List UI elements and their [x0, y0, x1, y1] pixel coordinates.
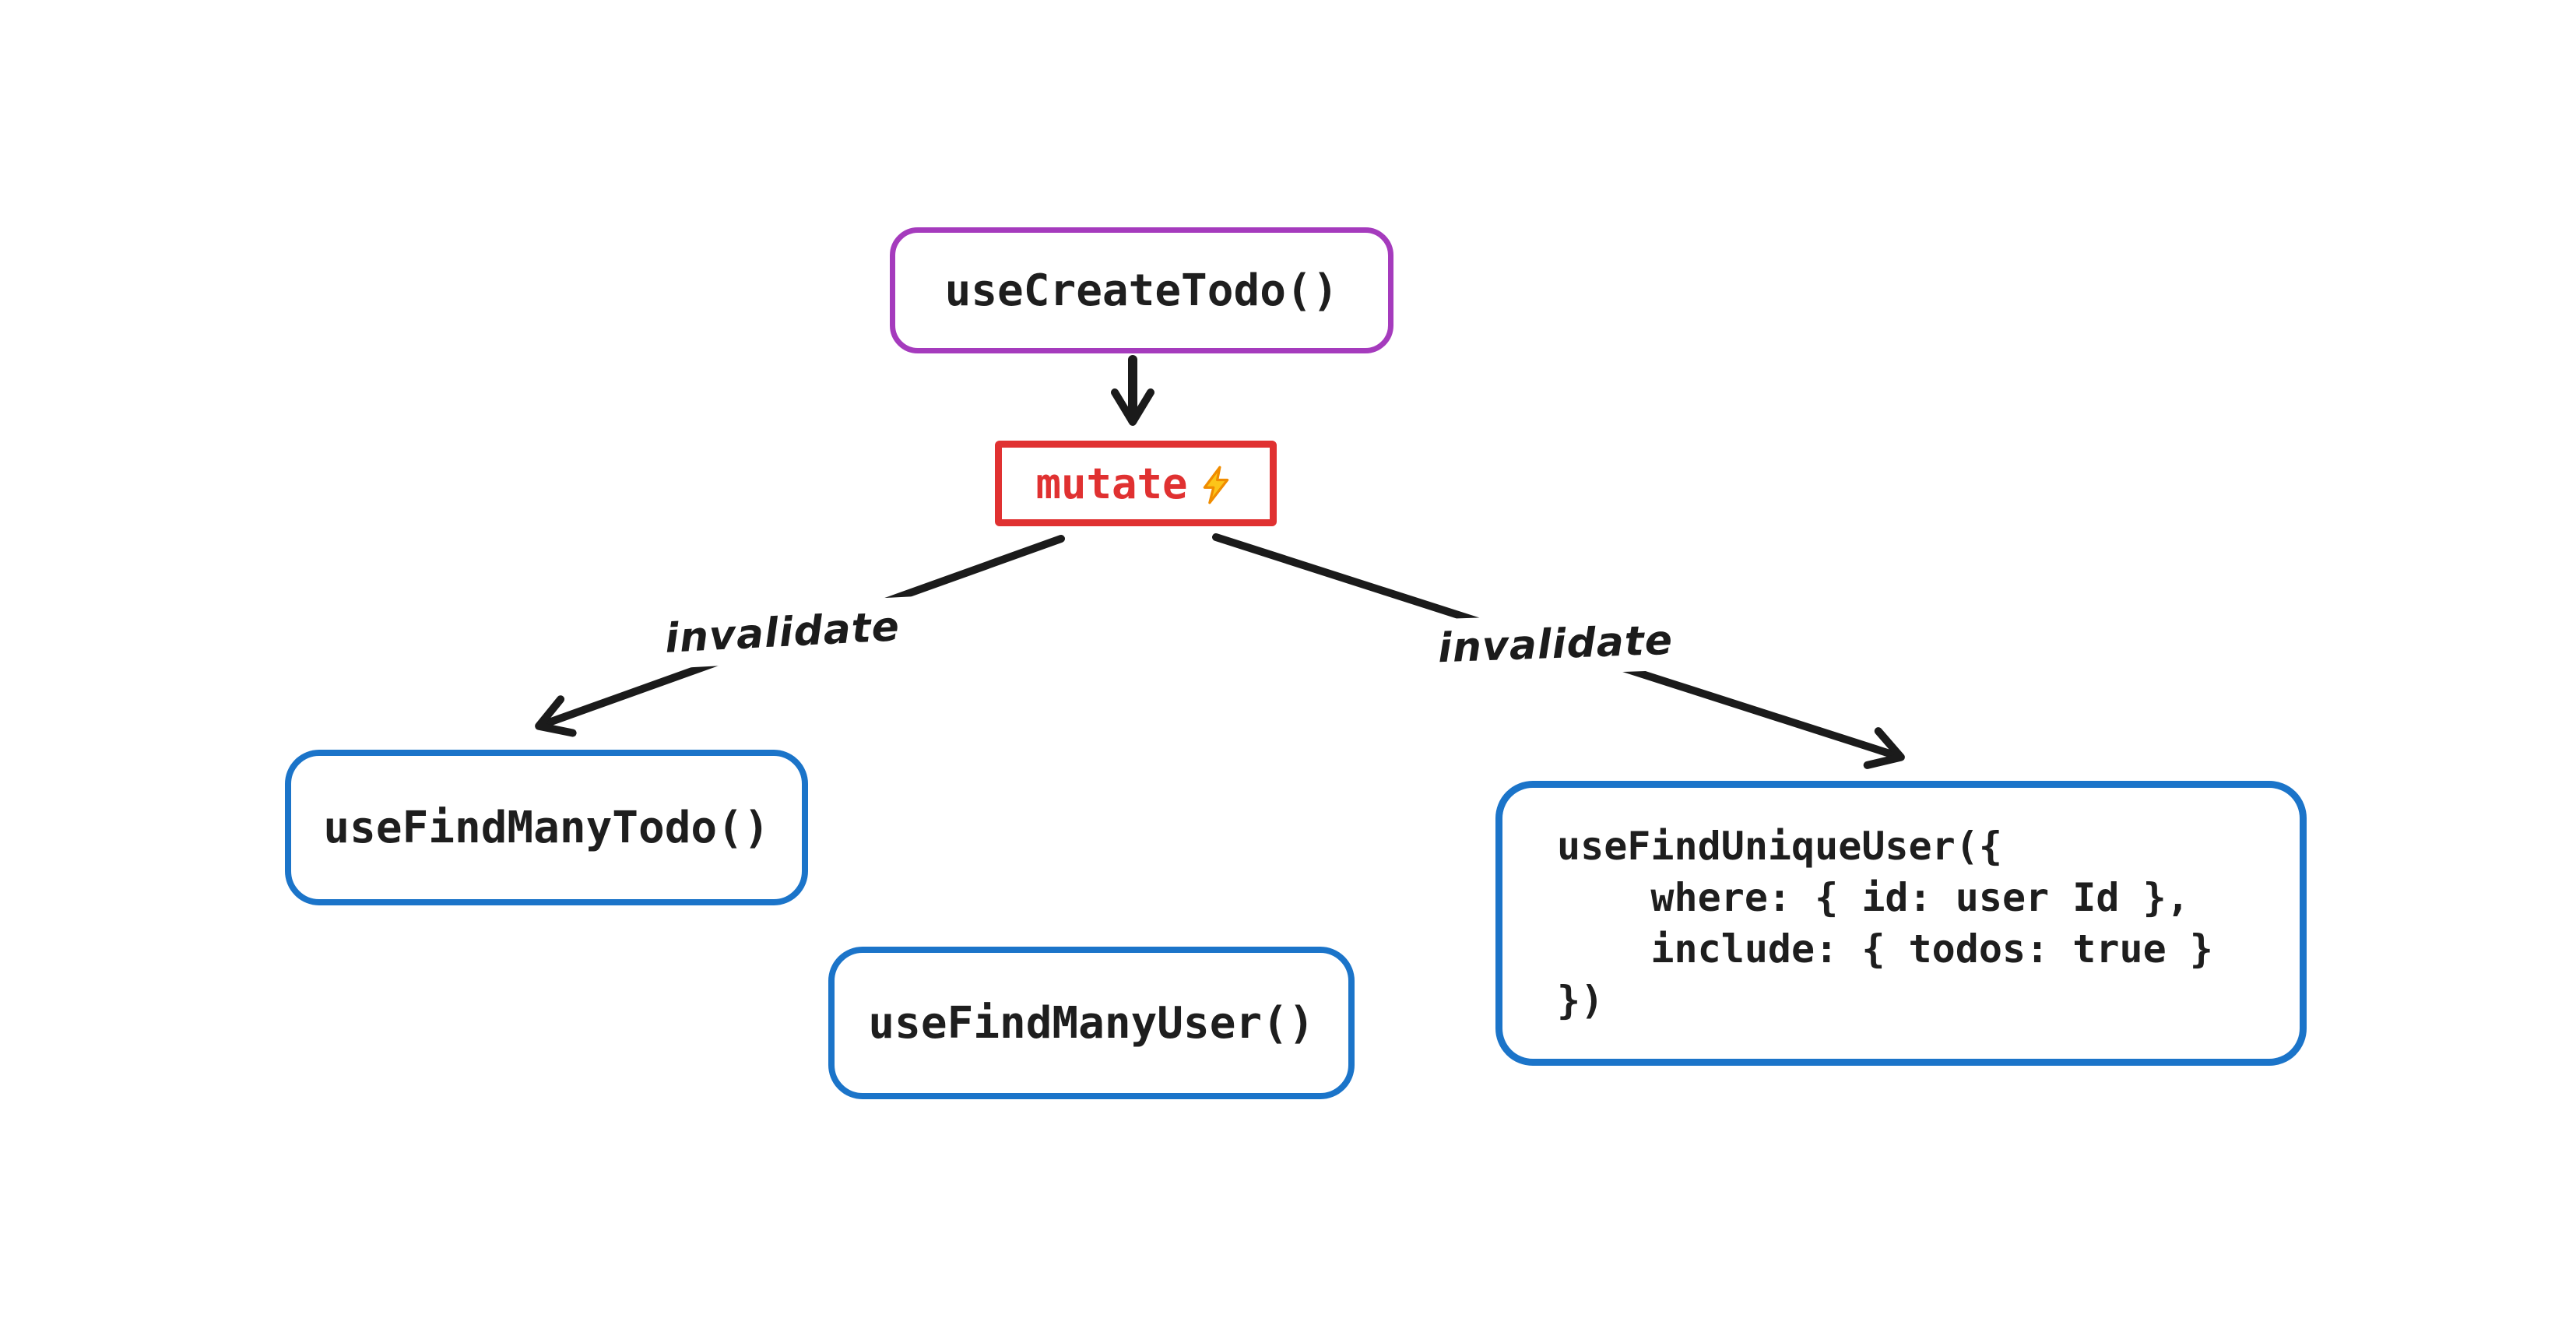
node-use-create-todo: useCreateTodo() [890, 227, 1393, 353]
node-use-find-many-user: useFindManyUser() [828, 947, 1355, 1099]
code-line-3: include: { todos: true } [1557, 926, 2213, 972]
code-line-2: where: { id: user Id }, [1557, 875, 2190, 920]
code-line-4: }) [1557, 978, 1604, 1023]
node-use-find-many-todo-label: useFindManyTodo() [323, 802, 770, 853]
high-voltage-bolt-icon [1203, 466, 1228, 504]
node-use-find-many-todo: useFindManyTodo() [285, 750, 808, 905]
node-use-find-many-user-label: useFindManyUser() [868, 997, 1315, 1049]
node-mutate-label: mutate [1035, 459, 1188, 508]
edge-label-invalidate-right: invalidate [1422, 610, 1689, 679]
node-mutate: mutate [995, 441, 1277, 526]
node-use-find-unique-user: useFindUniqueUser({ where: { id: user Id… [1495, 781, 2307, 1066]
code-line-1: useFindUniqueUser({ [1557, 824, 2002, 869]
node-use-create-todo-label: useCreateTodo() [944, 265, 1339, 316]
